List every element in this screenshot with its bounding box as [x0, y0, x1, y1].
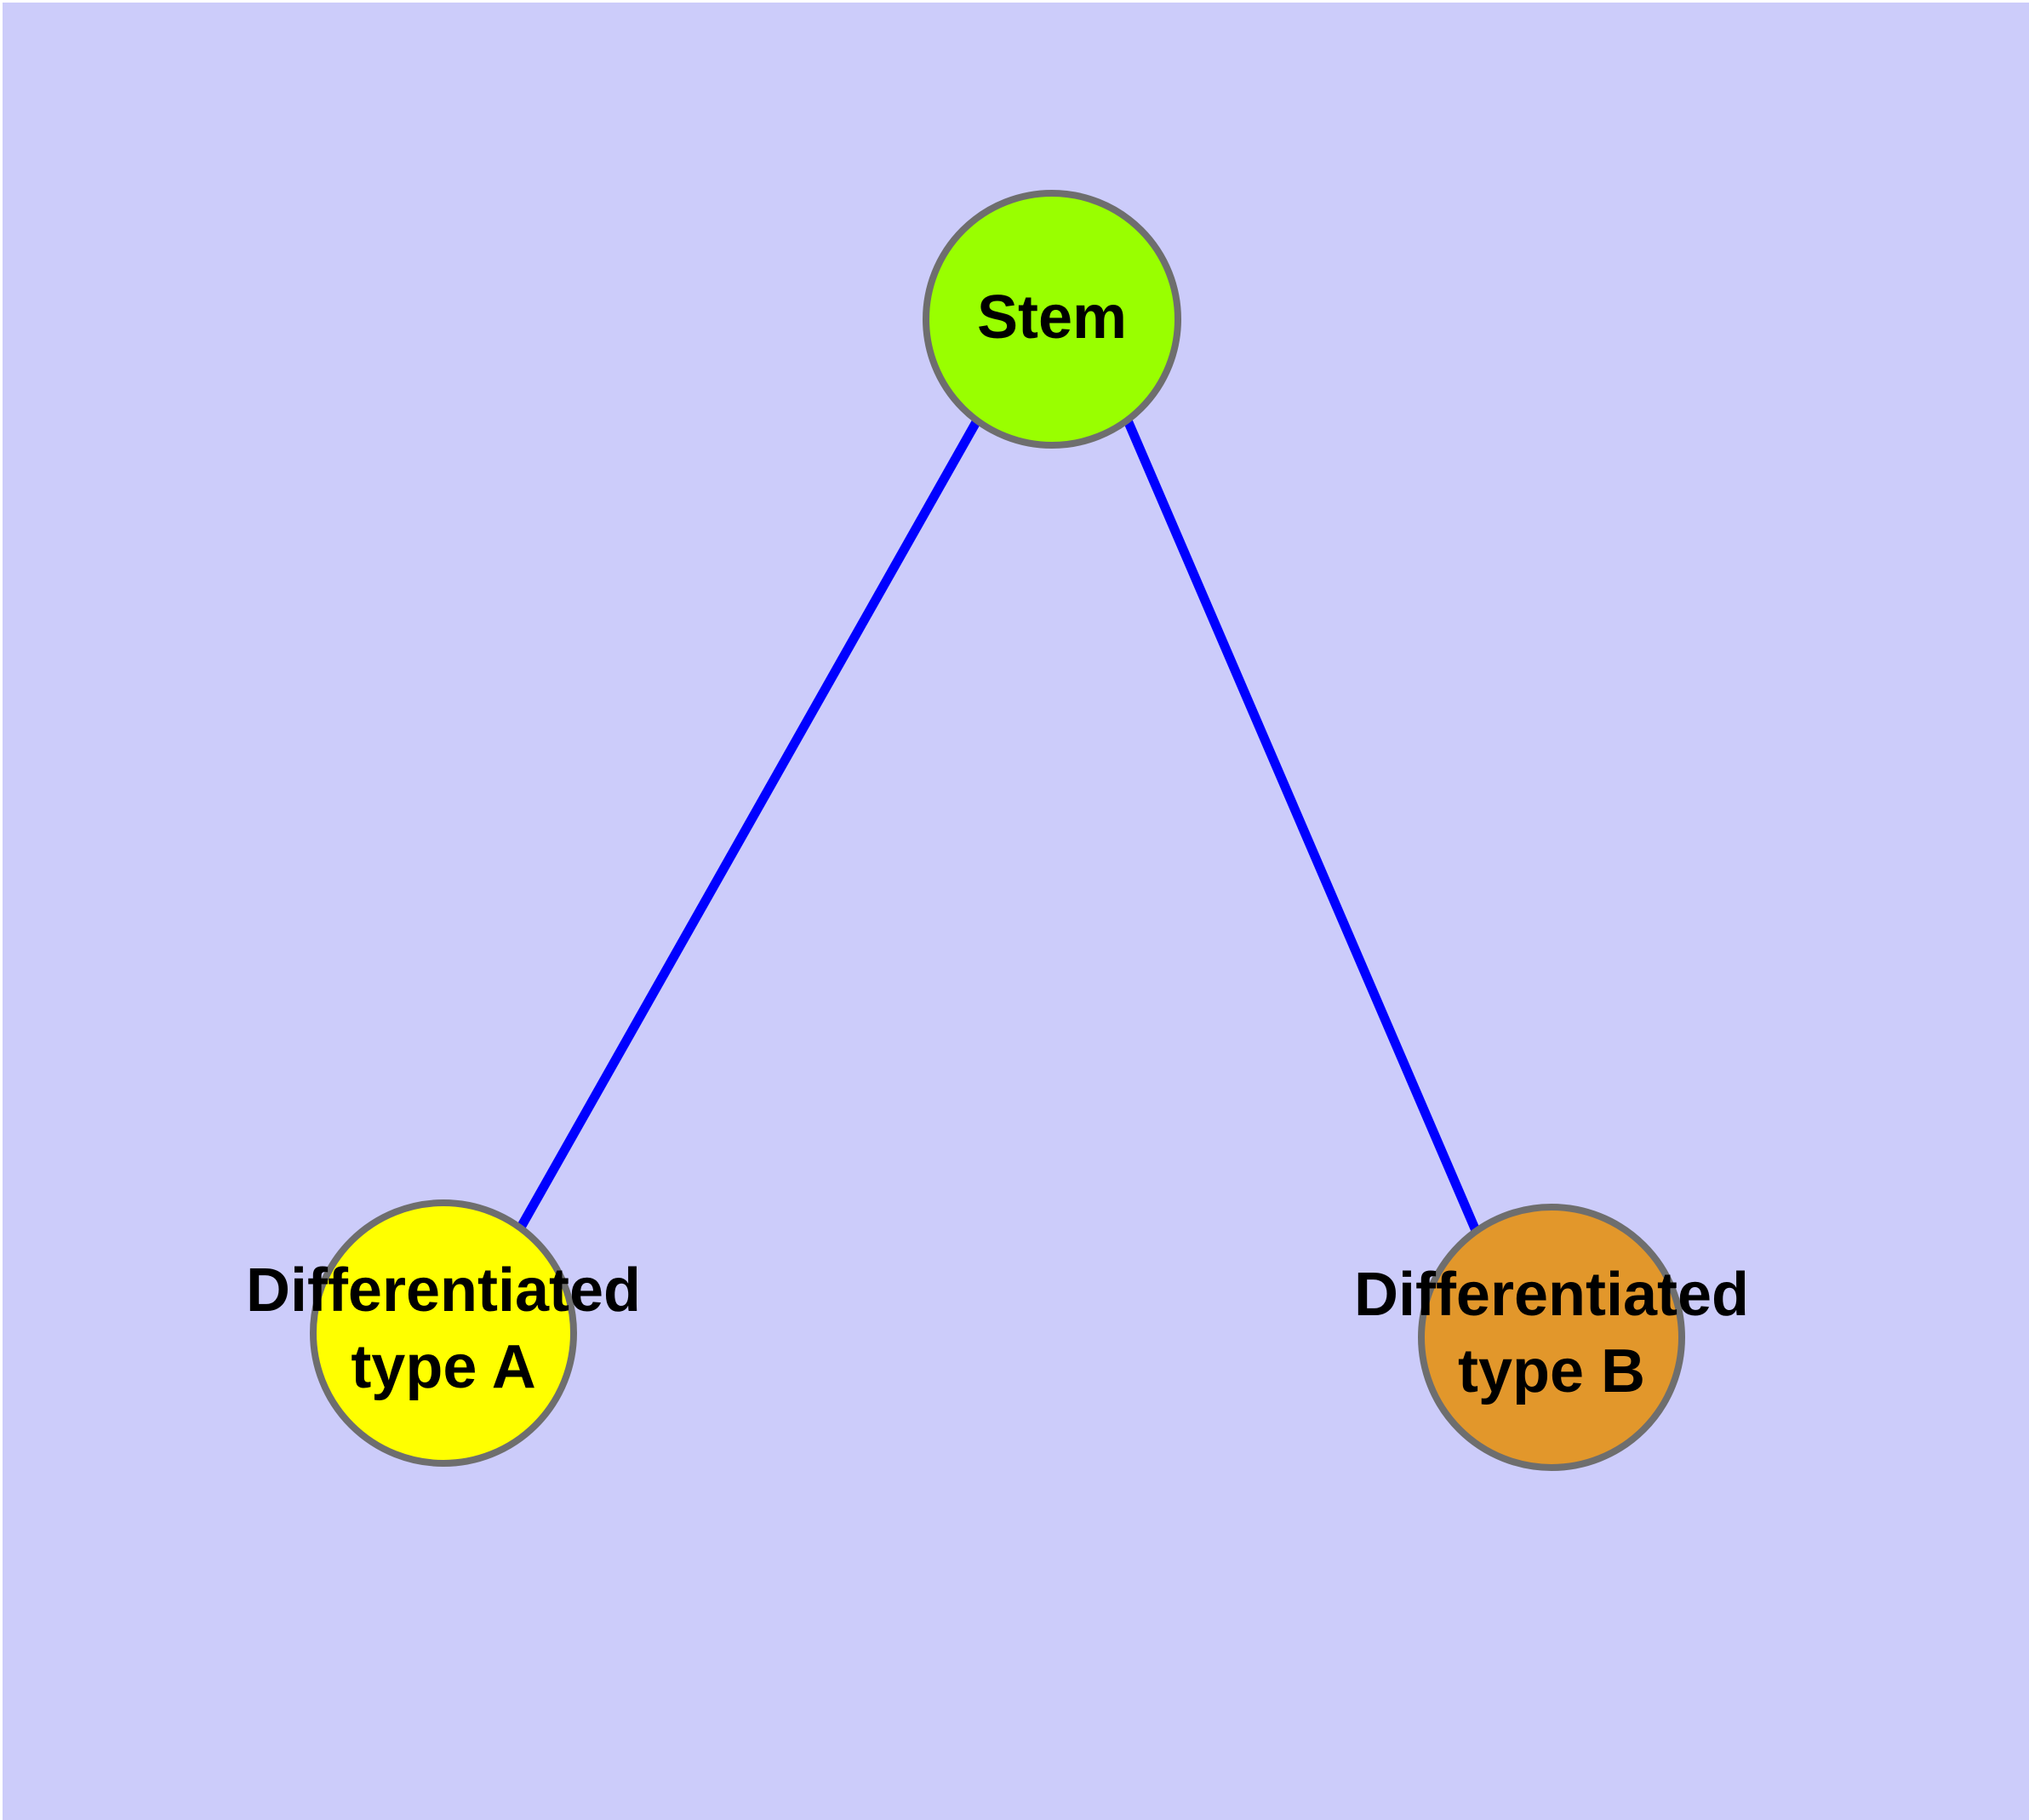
node-stem-label: Stem [977, 283, 1127, 352]
node-stem[interactable]: Stem [923, 190, 1181, 449]
canvas-left-edge [0, 0, 3, 1820]
node-differentiated-type-a[interactable]: Differentiated type A [246, 1199, 641, 1467]
node-differentiated-type-b-label-line2: type B [1458, 1337, 1645, 1405]
canvas-top-edge [0, 0, 2029, 3]
edge-stem-to-differentiated-a[interactable] [514, 418, 981, 1234]
node-differentiated-type-a-label-line1: Differentiated [246, 1256, 641, 1325]
edge-stem-to-differentiated-b[interactable] [1123, 418, 1482, 1235]
node-differentiated-type-a-label-line2: type A [351, 1333, 535, 1401]
node-differentiated-type-a-circle[interactable] [310, 1199, 577, 1467]
node-differentiated-type-b[interactable]: Differentiated type B [1354, 1204, 1749, 1471]
node-stem-circle[interactable] [923, 190, 1181, 449]
node-layer: Stem Differentiated type A Differentiate… [246, 190, 1749, 1471]
edge-layer [514, 418, 1482, 1235]
node-differentiated-type-b-circle[interactable] [1418, 1204, 1685, 1471]
node-differentiated-type-b-label-line1: Differentiated [1354, 1261, 1749, 1329]
